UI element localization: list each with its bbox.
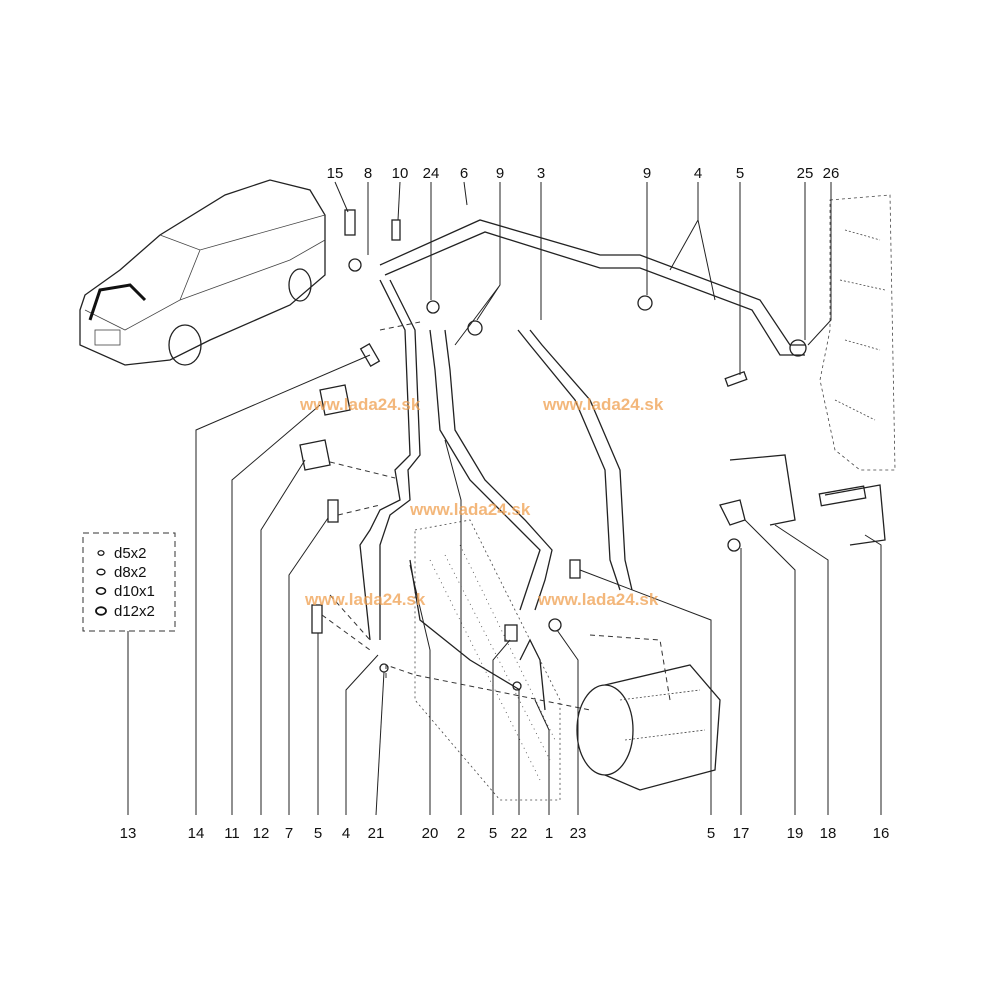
ac-pipes <box>359 219 886 711</box>
callout-label: 20 <box>422 825 439 842</box>
callout-label: 9 <box>643 165 651 182</box>
callout-label: 6 <box>460 165 468 182</box>
ring-d10-icon <box>95 587 107 595</box>
top-leader-lines <box>334 181 832 375</box>
engine-block <box>819 194 896 471</box>
compressor <box>576 664 721 791</box>
watermark: www.lada24.sk <box>409 500 531 519</box>
callout-label: 25 <box>797 165 814 182</box>
legend-item: d12x2 <box>114 603 155 620</box>
car-illustration <box>79 179 326 366</box>
watermarks: www.lada24.sk www.lada24.sk www.lada24.s… <box>299 395 664 609</box>
callout-label: 14 <box>188 825 205 842</box>
callout-label: 5 <box>489 825 497 842</box>
callout-label: 12 <box>253 825 270 842</box>
callout-label: 11 <box>224 825 240 842</box>
callout-label: 8 <box>364 165 372 182</box>
watermark: www.lada24.sk <box>299 395 421 414</box>
watermark: www.lada24.sk <box>537 590 659 609</box>
callout-label: 2 <box>457 825 465 842</box>
callout-label: 5 <box>707 825 715 842</box>
callout-label: 4 <box>694 165 702 182</box>
callout-label: 13 <box>120 825 137 842</box>
callout-label: 4 <box>342 825 350 842</box>
callout-label: 3 <box>537 165 545 182</box>
ring-d8-icon <box>96 568 106 576</box>
callout-label: 10 <box>392 165 409 182</box>
legend-item: d8x2 <box>114 564 147 581</box>
top-callouts: 15 8 10 24 6 9 3 9 4 5 25 26 <box>327 165 840 182</box>
callout-label: 24 <box>423 165 440 182</box>
callout-label: 21 <box>368 825 385 842</box>
callout-label: 18 <box>820 825 837 842</box>
fasteners <box>299 209 807 691</box>
bottom-leader-lines <box>127 354 882 816</box>
legend-item: d10x1 <box>114 583 155 600</box>
watermark: www.lada24.sk <box>542 395 664 414</box>
callout-label: 17 <box>733 825 750 842</box>
callout-label: 16 <box>873 825 890 842</box>
seal-ring-legend: d5x2 d8x2 d10x1 d12x2 <box>82 532 176 632</box>
callout-label: 23 <box>570 825 587 842</box>
ring-d12-icon <box>95 606 107 616</box>
ring-d5-icon <box>97 550 105 556</box>
assembly-lines <box>321 321 671 711</box>
callout-label: 22 <box>511 825 528 842</box>
callout-label: 26 <box>823 165 840 182</box>
callout-label: 5 <box>314 825 322 842</box>
watermark: www.lada24.sk <box>304 590 426 609</box>
callout-label: 19 <box>787 825 804 842</box>
bottom-callouts: 13 14 11 12 7 5 4 21 20 2 5 22 1 23 5 17… <box>120 825 890 842</box>
callout-label: 1 <box>545 825 553 842</box>
condenser <box>414 519 561 801</box>
legend-item: d5x2 <box>114 545 147 562</box>
callout-label: 5 <box>736 165 744 182</box>
callout-label: 9 <box>496 165 504 182</box>
callout-label: 15 <box>327 165 344 182</box>
callout-label: 7 <box>285 825 293 842</box>
